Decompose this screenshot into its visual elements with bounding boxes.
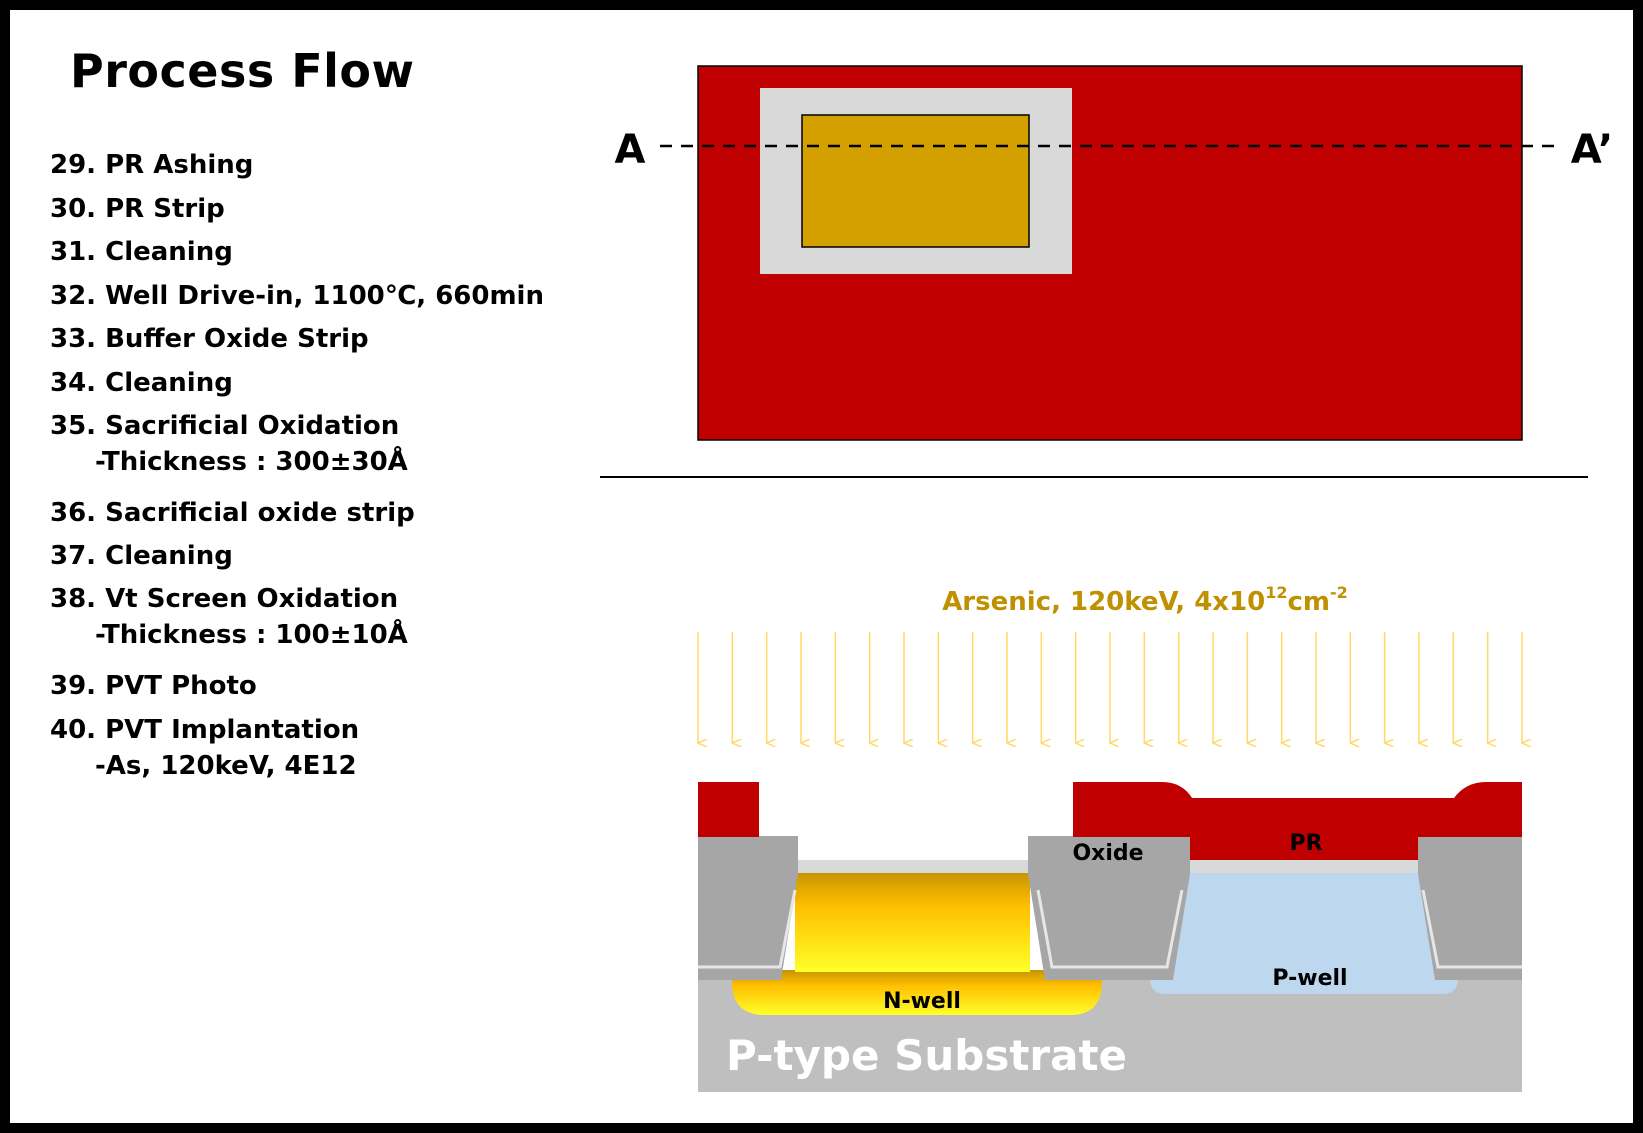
slide: Process Flow 29. PR Ashing 30. PR Strip … [10,10,1633,1123]
process-step: 35. Sacrificial Oxidation -Thickness : 30… [50,411,408,477]
cross-section: P-type Substrate N-well P-well Oxide PR [698,782,1522,1092]
isolation-oxide-2 [1028,836,1190,980]
pwell-label: P-well [1272,966,1347,991]
p-well [1150,872,1458,994]
process-step: 39. PVT Photo [50,671,257,701]
process-step: 34. Cleaning [50,368,233,398]
step-text: 39. PVT Photo [50,671,257,701]
cut-start-label: A [615,127,646,173]
process-step: 33. Buffer Oxide Strip [50,324,369,354]
step-text: 32. Well Drive-in, 1100℃, 660min [50,281,544,311]
process-step: 36. Sacrificial oxide strip [50,498,415,528]
nwell-label: N-well [883,989,961,1014]
liner-2 [1036,889,1184,969]
step-text: 30. PR Strip [50,194,225,224]
step-subtext: -Thickness : 100±10Å [95,620,408,650]
implant-label-main: Arsenic, 120keV, 4x10 [942,587,1265,617]
implant-label-exp1: 12 [1265,583,1287,602]
substrate-label: P-type Substrate [726,1031,1127,1080]
step-text: 36. Sacrificial oxide strip [50,498,415,528]
liner-3 [1421,889,1522,969]
pr-right [1073,782,1522,860]
active-area [801,114,1030,248]
cut-end-label: A’ [1571,127,1613,173]
page-title: Process Flow [70,44,415,98]
implant-arrows [698,632,1522,743]
implant-label-exp2: -2 [1330,583,1348,602]
liner-1 [698,889,797,969]
process-step: 32. Well Drive-in, 1100℃, 660min [50,281,544,311]
isolation-oxide-3 [1418,836,1522,980]
top-view: A A’ [615,65,1613,441]
process-step: 30. PR Strip [50,194,225,224]
screen-oxide-left [795,860,1030,873]
implant-label: Arsenic, 120keV, 4x1012cm-2 [942,583,1348,617]
step-text: 31. Cleaning [50,237,233,267]
process-step: 37. Cleaning [50,541,233,571]
n-well [732,970,1102,1015]
step-subtext: -Thickness : 300±30Å [95,447,408,477]
isolation-oxide-1 [698,836,798,980]
process-step: 38. Vt Screen Oxidation -Thickness : 100±… [50,584,408,650]
n-well-upper [795,872,1030,972]
process-step: 40. PVT Implantation -As, 120keV, 4E12 [50,715,359,781]
pr-label: PR [1289,831,1322,856]
step-text: 40. PVT Implantation [50,715,360,745]
step-text: 34. Cleaning [50,368,233,398]
implant-label-unit: cm [1288,587,1331,617]
process-step: 31. Cleaning [50,237,233,267]
process-diagram: A A’ Arsenic, 120keV, 4x1012cm-2 P-type … [600,65,1613,1092]
step-text: 29. PR Ashing [50,150,254,180]
step-text: 35. Sacrificial Oxidation [50,411,400,441]
step-text: 33. Buffer Oxide Strip [50,324,369,354]
process-step: 29. PR Ashing [50,150,253,180]
step-subtext: -As, 120keV, 4E12 [95,751,357,781]
step-text: 37. Cleaning [50,541,233,571]
screen-oxide-right [1180,860,1418,873]
pr-left [698,782,759,837]
oxide-label: Oxide [1072,841,1143,866]
step-text: 38. Vt Screen Oxidation [50,584,399,614]
